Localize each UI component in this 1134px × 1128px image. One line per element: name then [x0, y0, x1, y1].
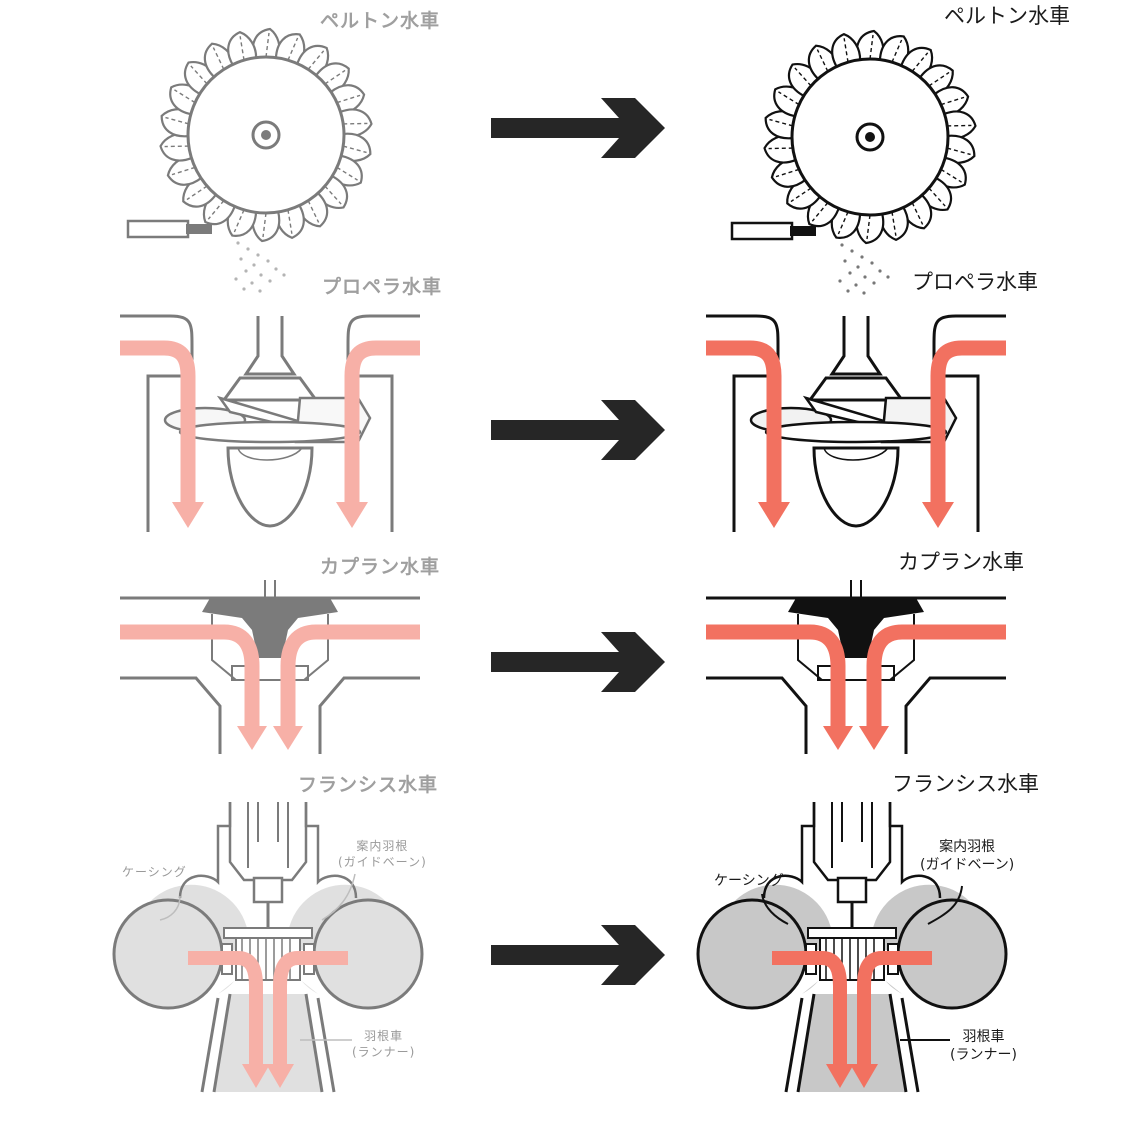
transform-arrow-2	[491, 400, 665, 460]
label-runner-reading: (ランナー)	[950, 1047, 1017, 1063]
kaplan-turbine	[706, 580, 1006, 754]
left-label-guide-vane-name: 案内羽根	[356, 839, 409, 853]
right-column	[698, 29, 1006, 1092]
left-label-runner-name: 羽根車	[364, 1029, 404, 1043]
casing-leader	[761, 893, 789, 925]
label-runner-name: 羽根車	[962, 1029, 1005, 1045]
left-label-guide-vane-reading: (ガイドベーン)	[338, 855, 427, 869]
propeller-turbine	[706, 316, 1006, 532]
pelton-wheel	[730, 29, 979, 297]
label-guide-vane: 案内羽根 (ガイドベーン)	[920, 838, 1014, 874]
left-title-pelton: ペルトン水車	[320, 10, 441, 32]
left-title-francis: フランシス水車	[298, 774, 439, 796]
kaplan-turbine-original	[120, 580, 420, 754]
propeller-turbine-original	[120, 316, 420, 532]
label-runner: 羽根車 (ランナー)	[950, 1028, 1017, 1064]
left-label-guide-vane: 案内羽根 (ガイドベーン)	[338, 838, 427, 870]
left-label-casing: ケーシング	[122, 865, 187, 879]
title-propeller: プロペラ水車	[912, 270, 1038, 294]
pelton-wheel-original	[126, 27, 375, 295]
transform-arrow-4	[491, 925, 665, 985]
label-guide-vane-reading: (ガイドベーン)	[920, 857, 1015, 873]
label-guide-vane-name: 案内羽根	[939, 839, 996, 855]
title-kaplan: カプラン水車	[898, 550, 1024, 574]
transform-arrow-3	[491, 632, 665, 692]
title-francis: フランシス水車	[892, 772, 1039, 796]
guide-vane-leader	[927, 885, 963, 925]
left-title-propeller: プロペラ水車	[322, 276, 443, 298]
left-label-runner-reading: (ランナー)	[352, 1045, 416, 1059]
left-label-runner: 羽根車 (ランナー)	[352, 1028, 415, 1060]
label-casing: ケーシング	[714, 873, 784, 889]
transform-arrow-1	[491, 98, 665, 158]
left-column	[114, 27, 422, 1092]
title-pelton: ペルトン水車	[944, 4, 1070, 28]
left-title-kaplan: カプラン水車	[320, 556, 441, 578]
